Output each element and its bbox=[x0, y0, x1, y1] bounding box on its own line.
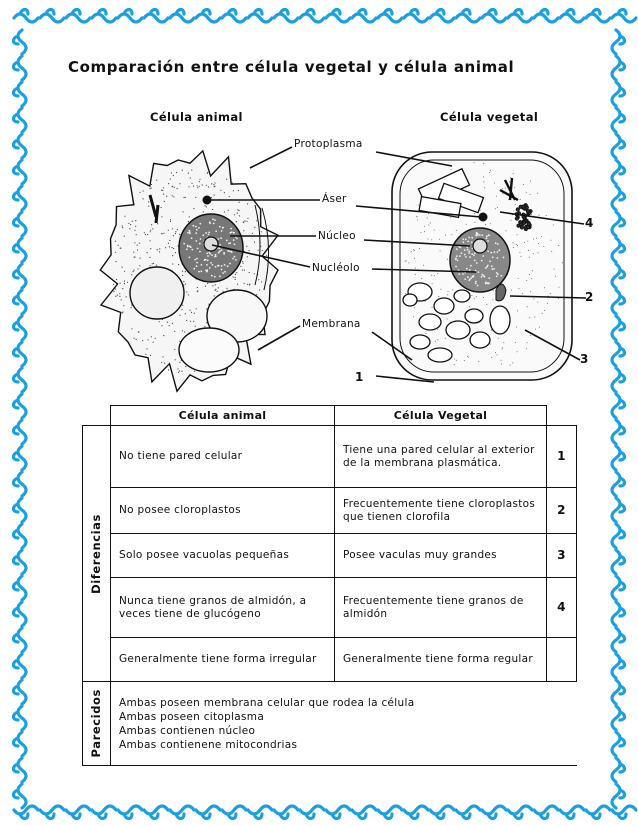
table-row: No posee cloroplastos Frecuentemente tie… bbox=[83, 487, 577, 534]
table-row: Nunca tiene granos de almidón, a veces t… bbox=[83, 577, 577, 638]
row-number: 1 bbox=[546, 425, 577, 488]
cell-vegetal: Posee vaculas muy grandes bbox=[334, 533, 547, 578]
marker-3: 3 bbox=[580, 352, 589, 366]
label-aser: Áser bbox=[322, 193, 347, 205]
similarity-item: Ambas poseen citoplasma bbox=[119, 710, 265, 723]
cell-animal: No tiene pared celular bbox=[110, 425, 335, 488]
cell-vegetal: Frecuentemente tiene cloroplastos que ti… bbox=[334, 487, 547, 534]
similarity-item: Ambas contienen núcleo bbox=[119, 724, 256, 737]
header-vegetal: Célula Vegetal bbox=[334, 405, 547, 426]
similarity-item: Ambas contienene mitocondrias bbox=[119, 738, 298, 751]
cell-vegetal: Generalmente tiene forma regular bbox=[334, 637, 547, 682]
cell-vegetal: Frecuentemente tiene granos de almidón bbox=[334, 577, 547, 638]
animal-vacuole bbox=[178, 327, 240, 373]
table-row: Parecidos Ambas poseen membrana celular … bbox=[82, 681, 577, 766]
marker-1: 1 bbox=[355, 370, 364, 384]
label-protoplasma: Protoplasma bbox=[294, 138, 363, 150]
header-animal: Célula animal bbox=[110, 405, 335, 426]
animal-cell bbox=[99, 149, 280, 393]
plant-cell-heading: Célula vegetal bbox=[440, 110, 539, 124]
plant-cell bbox=[391, 151, 573, 381]
group-diferencias: Diferencias bbox=[89, 513, 103, 594]
row-number: 4 bbox=[546, 577, 577, 638]
row-number: 2 bbox=[546, 487, 577, 534]
label-nucleo: Núcleo bbox=[318, 230, 356, 242]
table-row: Diferencias No tiene pared celular Tiene… bbox=[82, 425, 577, 682]
marker-4: 4 bbox=[585, 216, 594, 230]
page-title: Comparación entre célula vegetal y célul… bbox=[68, 58, 515, 76]
cell-animal: Nunca tiene granos de almidón, a veces t… bbox=[110, 577, 335, 638]
cell-vegetal: Tiene una pared celular al exterior de l… bbox=[334, 425, 547, 488]
cell-animal: Generalmente tiene forma irregular bbox=[110, 637, 335, 682]
label-membrana: Membrana bbox=[302, 318, 361, 330]
row-number: 3 bbox=[546, 533, 577, 578]
row-number bbox=[546, 637, 577, 682]
similarity-item: Ambas poseen membrana celular que rodea … bbox=[119, 696, 415, 709]
comparison-table: Célula animal Célula Vegetal Diferencias… bbox=[82, 405, 577, 766]
marker-2: 2 bbox=[585, 290, 594, 304]
table-row: Generalmente tiene forma irregular Gener… bbox=[83, 637, 577, 682]
cell-animal: Solo posee vacuolas pequeñas bbox=[110, 533, 335, 578]
plant-nucleus bbox=[449, 227, 511, 293]
cell-animal: No posee cloroplastos bbox=[110, 487, 335, 534]
animal-cell-heading: Célula animal bbox=[150, 110, 243, 124]
label-nucleolo: Nucléolo bbox=[312, 262, 360, 274]
animal-vacuole bbox=[129, 266, 185, 320]
group-parecidos: Parecidos bbox=[89, 689, 103, 758]
table-row: Solo posee vacuolas pequeñas Posee vacul… bbox=[83, 533, 577, 578]
